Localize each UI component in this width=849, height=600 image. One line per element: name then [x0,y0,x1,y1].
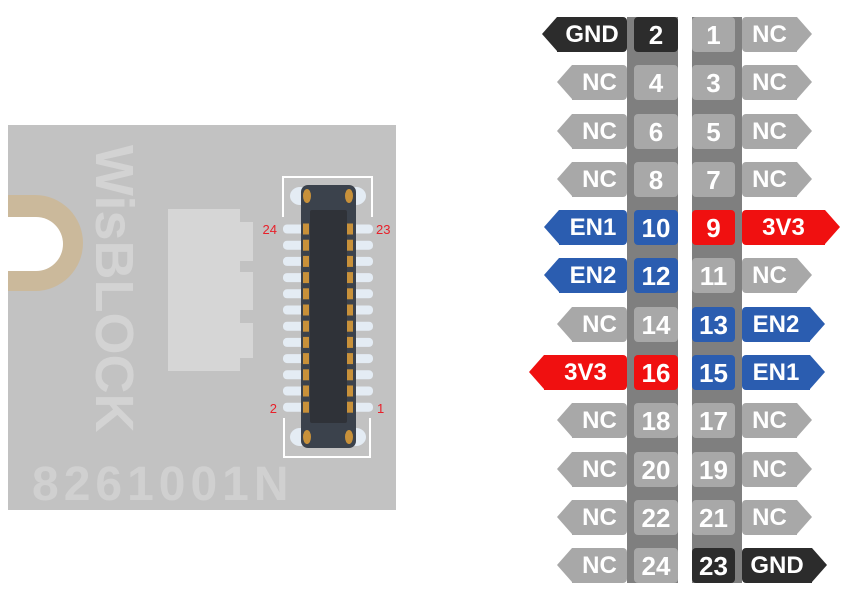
even-pin-strip [627,17,678,583]
connector-cavity [310,210,347,423]
pin-22-signal-label: NC [557,500,627,535]
pin-19-number: 19 [692,452,735,487]
pin-row-7: NC 14 13 EN2 [0,307,849,342]
pin-20-signal-label: NC [557,452,627,487]
pin-row-3: NC 6 5 NC [0,114,849,149]
pin-5-signal-label: NC [742,114,812,149]
pin-14-number: 14 [634,307,678,342]
odd-pin-strip [692,17,742,583]
pin-12-number: 12 [634,258,678,293]
pin-16-number: 16 [634,355,678,390]
pin-row-6: EN2 12 11 NC [0,258,849,293]
pin-21-number: 21 [692,500,735,535]
board-part-number: 8261001N [32,458,294,511]
pin-6-number: 6 [634,114,678,149]
pin-15-signal-label: EN1 [742,355,825,390]
pin-14-signal-label: NC [557,307,627,342]
pin-23-number: 23 [692,548,735,583]
pin-row-12: NC 24 23 GND [0,548,849,583]
pin-row-8: 3V3 16 15 EN1 [0,355,849,390]
pin-13-number: 13 [692,307,735,342]
board-brand-silkscreen: WisBLOCK [84,145,144,433]
pin-row-1: GND 2 1 NC [0,17,849,52]
pin-13-signal-label: EN2 [742,307,825,342]
connector-silkscreen-outline [282,176,373,458]
pin-3-number: 3 [692,65,735,100]
wisblock-board-illustration: WisBLOCK 8261001N [8,125,396,511]
pin-19-signal-label: NC [742,452,812,487]
pin-17-number: 17 [692,403,735,438]
pin-3-signal-label: NC [742,65,812,100]
pin-1-number: 1 [692,17,735,52]
pin-marker-24: 24 [263,222,277,237]
pin-20-number: 20 [634,452,678,487]
pin-row-9: NC 18 17 NC [0,403,849,438]
pin-2-signal-label: GND [542,17,627,52]
pin-8-signal-label: NC [557,162,627,197]
pin-7-number: 7 [692,162,735,197]
pin-23-signal-label: GND [742,548,827,583]
pin-9-number: 9 [692,210,735,245]
pin-10-signal-label: EN1 [544,210,627,245]
pin-row-2: NC 4 3 NC [0,65,849,100]
pin-5-number: 5 [692,114,735,149]
pin-row-5: EN1 10 9 3V3 [0,210,849,245]
pin-marker-1: 1 [377,401,384,416]
component-footprint [168,209,253,371]
pin-18-number: 18 [634,403,678,438]
pin-24-number: 24 [634,548,678,583]
pin-marker-2: 2 [270,401,277,416]
pin-22-number: 22 [634,500,678,535]
pin-4-number: 4 [634,65,678,100]
pin-6-signal-label: NC [557,114,627,149]
pin-17-signal-label: NC [742,403,812,438]
pin-18-signal-label: NC [557,403,627,438]
pin-8-number: 8 [634,162,678,197]
pin-12-signal-label: EN2 [544,258,627,293]
pin-row-10: NC 20 19 NC [0,452,849,487]
pin-16-signal-label: 3V3 [529,355,627,390]
pin-7-signal-label: NC [742,162,812,197]
pin-row-11: NC 22 21 NC [0,500,849,535]
pin-24-signal-label: NC [557,548,627,583]
pin-2-number: 2 [634,17,678,52]
pin-21-signal-label: NC [742,500,812,535]
pin-9-signal-label: 3V3 [742,210,840,245]
pin-4-signal-label: NC [557,65,627,100]
pin-15-number: 15 [692,355,735,390]
pin-row-4: NC 8 7 NC [0,162,849,197]
mounting-notch-hole [8,217,63,271]
pin-marker-23: 23 [376,222,390,237]
connector-mounting-holes [303,189,353,444]
pin-11-number: 11 [692,258,735,293]
pin-1-signal-label: NC [742,17,812,52]
pin-10-number: 10 [634,210,678,245]
pin-11-signal-label: NC [742,258,812,293]
